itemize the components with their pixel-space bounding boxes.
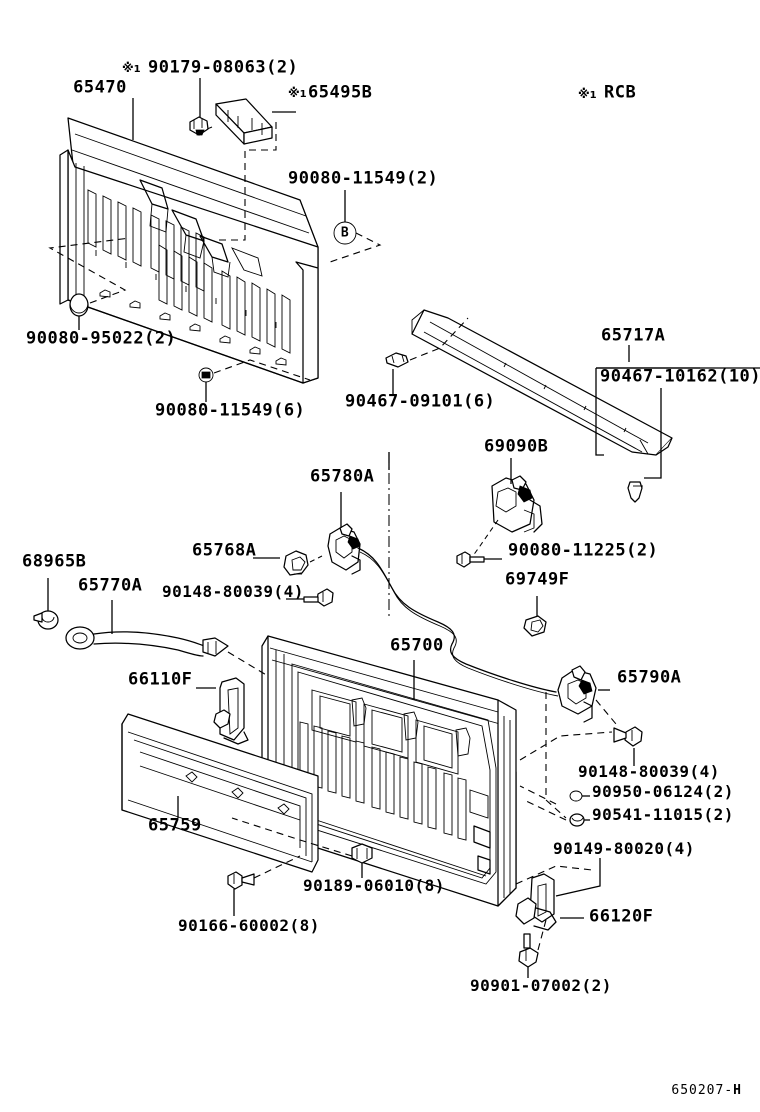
part-label-90166-60002: 90166-60002(8) (178, 916, 320, 935)
part-label-90901-07002: 90901-07002(2) (470, 976, 612, 995)
part-label-90080-11225: 90080-11225(2) (508, 540, 659, 561)
part-90179-08063-clip (189, 116, 209, 136)
note-star-icon-3: ※ (578, 87, 590, 101)
note-star-icon-2: ※ (288, 86, 300, 100)
part-label-69090b: 69090B (484, 436, 549, 457)
part-69090b-latch (491, 458, 543, 533)
part-label-65717a: 65717A (601, 325, 666, 346)
callout-circle-b-letter: B (340, 225, 350, 241)
part-65770a-cable (65, 600, 229, 657)
part-label-90541-11015: 90541-11015(2) (592, 805, 734, 824)
part-label-65770a: 65770A (78, 575, 143, 596)
diagram-id-code: 650207- (671, 1083, 734, 1098)
part-65790a-latch (557, 665, 610, 723)
assembly-path-90901 (537, 919, 547, 951)
note-index: 1 (133, 64, 141, 75)
part-90189-06010-clip (351, 843, 373, 878)
leader-65717a-bracket-left (595, 368, 604, 456)
part-label-66110f: 66110F (128, 669, 193, 690)
part-90148-80039-screw-a (286, 588, 334, 607)
note-mark-legend: ※1 (578, 87, 597, 101)
part-label-65790a: 65790A (617, 667, 682, 688)
assembly-path-65790a (595, 699, 617, 725)
assembly-path-69090b (469, 519, 499, 561)
part-90080-11549-nut (198, 367, 214, 402)
assembly-path-90189 (231, 817, 353, 857)
part-label-90179-08063: 90179-08063(2) (148, 57, 299, 78)
part-90950-06124-washer (569, 790, 590, 802)
part-label-90950-06124: 90950-06124(2) (592, 782, 734, 801)
part-label-90148-80039-b: 90148-80039(4) (578, 762, 720, 781)
part-label-65780a: 65780A (310, 466, 375, 487)
assembly-path-screw-b (519, 731, 613, 761)
part-label-90189-06010: 90189-06010(8) (303, 876, 445, 895)
assembly-path-bushing (523, 799, 567, 821)
part-label-65768a: 65768A (192, 540, 257, 561)
part-65768a-bracket (253, 550, 309, 576)
part-label-90080-95022: 90080-95022(2) (26, 328, 177, 349)
part-65470-upper-panel (59, 117, 319, 384)
part-65780a-handle (327, 492, 361, 575)
part-65495b-striker (215, 98, 273, 145)
part-90467-09101-clip (385, 352, 409, 394)
assembly-path-66120f (515, 865, 593, 885)
part-label-90467-10162: 90467-10162(10) (600, 366, 760, 387)
part-66120f-hinge (515, 858, 601, 931)
note-mark-65495b: ※1 (288, 86, 307, 100)
part-90080-95022-plug (69, 293, 89, 330)
part-label-65495b: 65495B (308, 82, 373, 103)
diagram-id-suffix: H (733, 1083, 742, 1098)
assembly-path-65495b (216, 122, 277, 241)
assembly-path-90166 (253, 855, 301, 879)
part-90901-07002-bolt (518, 933, 539, 978)
part-label-90467-09101: 90467-09101(6) (345, 391, 496, 412)
part-90541-11015-bushing (569, 813, 590, 827)
part-label-90080-11549-2: 90080-11549(2) (288, 168, 439, 189)
part-90166-60002-screw (227, 871, 255, 916)
assembly-path-65768a (309, 555, 323, 563)
part-90148-80039-screw-b (613, 726, 643, 766)
part-90467-10162-clip (627, 388, 662, 503)
part-69749f-clamp (523, 596, 547, 637)
assembly-path-washers (519, 785, 557, 805)
note-index-3: 1 (589, 90, 597, 101)
part-label-65759: 65759 (148, 815, 202, 836)
diagram-id: 650207-H (671, 1083, 742, 1098)
note-legend-rcb: RCB (604, 82, 637, 103)
part-label-69749f: 69749F (505, 569, 570, 590)
part-66110f-bracket (196, 677, 249, 745)
part-label-65470: 65470 (73, 77, 127, 98)
assembly-path-90179 (199, 126, 213, 133)
note-star-icon: ※ (122, 61, 134, 75)
assembly-path-11549-6 (213, 359, 311, 381)
note-index-2: 1 (299, 89, 307, 100)
part-label-65700: 65700 (390, 635, 444, 656)
part-label-66120f: 66120F (589, 906, 654, 927)
part-label-68965b: 68965B (22, 551, 87, 572)
part-65717a-rail (411, 309, 673, 456)
assembly-path-b (329, 232, 382, 263)
part-label-90149-80020: 90149-80020(4) (553, 839, 695, 858)
part-label-90080-11549-6: 90080-11549(6) (155, 400, 306, 421)
assembly-path-right-col (545, 692, 567, 819)
part-label-90148-80039-a: 90148-80039(4) (162, 582, 304, 601)
part-68965b-end (33, 578, 59, 630)
note-mark-90179: ※1 (122, 61, 141, 75)
assembly-path-95022 (48, 237, 131, 304)
part-65759-panel (121, 713, 319, 873)
part-90080-11225-bolt (456, 551, 502, 568)
